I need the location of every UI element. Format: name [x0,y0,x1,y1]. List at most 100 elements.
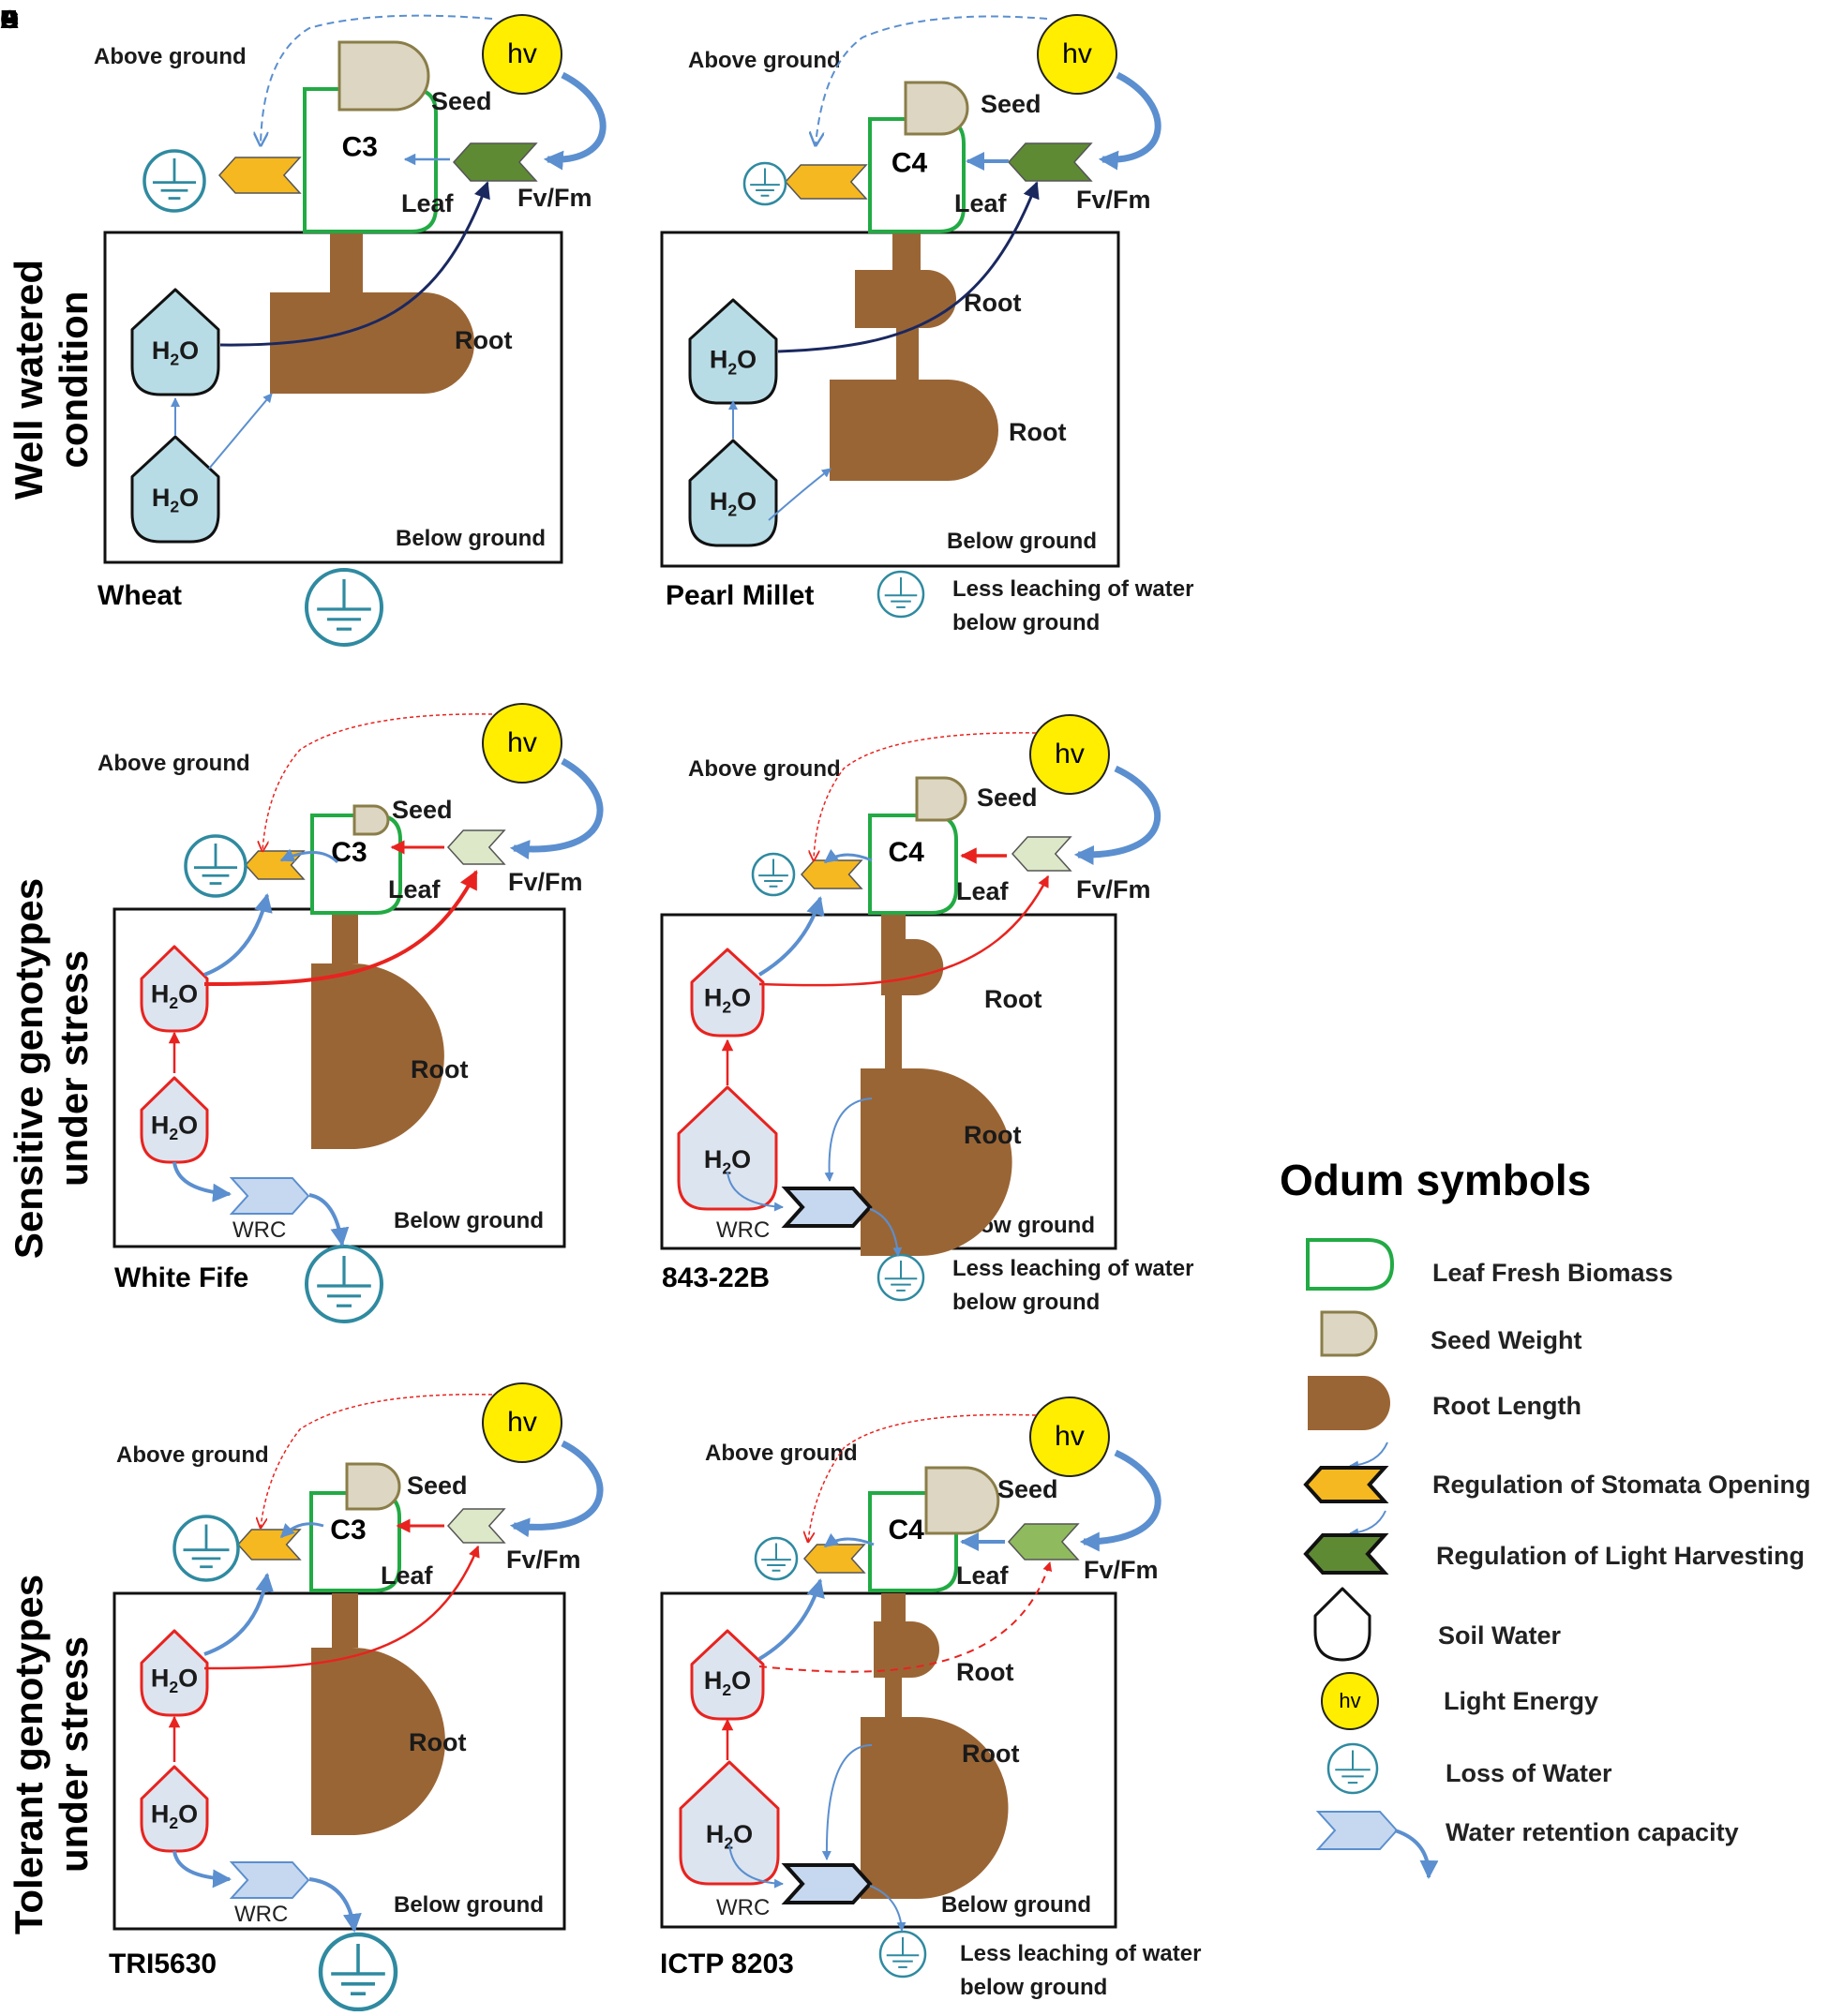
panel-letter: B [0,5,19,34]
below-ground-label: Below ground [394,1208,544,1233]
seed-symbol [1320,1310,1378,1357]
root-connector [896,328,919,380]
sun-symbol [1321,1672,1379,1730]
root-tank [874,1621,939,1678]
seed-label: Seed [392,796,453,824]
h2o-label: H2O [704,1666,751,1699]
seed-label: Seed [431,87,492,115]
water-loss-sink [142,149,206,213]
stomata-gate-icon [1303,1441,1389,1503]
flow-arrow [824,1098,873,1182]
light-energy-sun: hv [1037,14,1117,95]
fvfm-label: Fv/Fm [1084,1556,1159,1584]
panel-letter: C [0,5,19,34]
below-ground-label: Below ground [394,1892,544,1918]
hv-label: hv [1055,739,1085,769]
h2o-label: H2O [706,1820,753,1853]
hv-symbol-label: hv [1339,1689,1360,1712]
root-tank-icon [1308,1376,1390,1430]
soil-water-tank [130,288,220,396]
flow-arrow [757,896,825,977]
genotype-label: Wheat [97,580,182,611]
less-leaching-line2: below ground [952,610,1100,635]
soil-water-tank [690,948,765,1038]
root-label: Root [964,1121,1021,1149]
water-loss-sink [305,568,383,647]
pathway-label: C3 [330,1515,366,1546]
seed-tank [924,1466,1000,1535]
flow-arrow [777,181,1040,353]
root-tank [270,292,474,394]
flow-arrow [172,1850,232,1889]
sun-circle [482,703,562,784]
soil-water-icon [1313,1587,1371,1662]
flow-arrow [279,848,339,864]
less-leaching-line1: Less leaching of water [952,1256,1193,1281]
row-title-line: Sensitive genotypes [7,878,51,1259]
less-leaching-line1: Less leaching of water [952,576,1193,602]
flow-arrow [823,1532,875,1548]
genotype-label: TRI5630 [109,1949,217,1979]
wrc-icon [1315,1811,1439,1879]
root-label: Root [956,1658,1013,1686]
root-label: Root [1009,418,1066,446]
row-title-line: condition [52,291,96,469]
legend-label: Light Energy [1444,1687,1598,1715]
root-label: Root [984,985,1041,1013]
light-energy-sun: hv [482,703,562,784]
water-loss-sink [751,852,796,897]
stomata-gate [236,1529,302,1561]
genotype-label: ICTP 8203 [660,1949,794,1979]
light-harvest-gate [1007,142,1093,182]
legend-item: Regulation of Light Harvesting [1303,1510,1805,1575]
legend-item: Regulation of Stomata Opening [1303,1441,1811,1503]
seed-tank [904,81,969,136]
flow-arrow [203,870,478,986]
flow-arrow [172,1161,232,1202]
root-connector [885,995,902,1068]
sun-circle [1029,714,1110,795]
seed-tank [345,1462,401,1511]
water-loss-sink [318,1932,398,2012]
light-energy-sun: hv [482,1382,562,1463]
light-harvest-gate [446,1508,506,1544]
seed-tank [337,40,430,112]
above-ground-label: Above ground [688,48,841,73]
below-ground-label: Below ground [941,1892,1091,1918]
soil-water-tank [130,435,220,544]
hv-label: hv [507,38,537,69]
seed-label: Seed [407,1471,468,1500]
stem [332,909,358,963]
soil-water-tank [688,298,778,405]
soil-water-tank [679,1760,780,1886]
fvfm-label: Fv/Fm [1076,186,1151,214]
flow-arrow [821,1744,873,1860]
legend-item: Root Length [1308,1376,1581,1430]
light-gate-symbol [1303,1533,1389,1575]
legend-label: Regulation of Light Harvesting [1436,1542,1805,1570]
root-tank [861,1717,1009,1899]
flow-arrow [757,1578,825,1661]
flow-arrow [279,1522,324,1539]
water-loss-sink [184,834,247,898]
flow-arrow [1073,765,1161,865]
soil-water-tank [140,945,209,1033]
stem [881,1593,906,1621]
h2o-label: H2O [704,1145,751,1178]
flow-arrow [308,1193,350,1247]
seed-tank-icon [1320,1310,1378,1357]
legend-label: Water retention capacity [1446,1818,1739,1846]
flow-arrow [869,1208,903,1257]
leaf-label: Leaf [956,1561,1010,1590]
root-label: Root [409,1728,466,1756]
light-harvest-gate [1007,1523,1080,1561]
stomata-symbol [1303,1466,1389,1503]
water-loss-sink [172,1515,240,1582]
flow-arrow [509,757,604,859]
flow-arrow [816,15,1048,146]
sun-circle [1029,1396,1110,1477]
row-title-line: Well watered [7,260,51,500]
